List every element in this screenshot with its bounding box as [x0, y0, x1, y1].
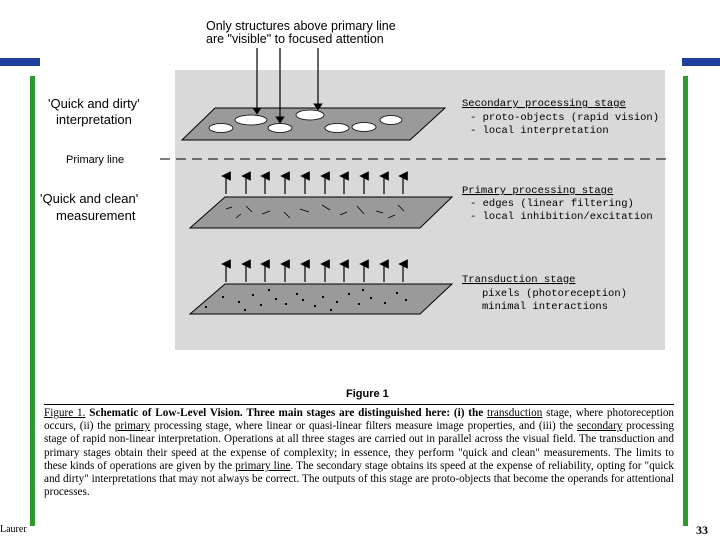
- left-green-accent-bar: [30, 76, 35, 526]
- pixel: [362, 289, 364, 291]
- pixel: [222, 296, 224, 298]
- caption-text-part: stage, where photoreception occurs, (ii)…: [44, 407, 675, 433]
- pixel: [268, 289, 270, 291]
- proto-object: [234, 114, 268, 126]
- pixels: [205, 289, 407, 311]
- proto-object: [324, 123, 350, 133]
- proto-object: [208, 123, 234, 133]
- caption-term-secondary: secondary: [576, 420, 623, 433]
- attention-note: Only structures above primary line are "…: [206, 20, 466, 46]
- pixel: [285, 303, 287, 305]
- edge-segment: [339, 211, 348, 216]
- secondary-stage-line2: - local interpretation: [470, 125, 609, 137]
- edge-segment: [235, 213, 242, 219]
- pixel: [370, 297, 372, 299]
- quick-clean-label-2: measurement: [56, 208, 136, 223]
- edge-segment: [321, 204, 331, 211]
- pixel: [238, 301, 240, 303]
- edge-segment: [356, 205, 365, 215]
- transduction-up-arrows: [221, 259, 408, 282]
- attention-note-line1: Only structures above primary line: [206, 19, 396, 33]
- pixel: [260, 304, 262, 306]
- edge-segment: [261, 210, 271, 215]
- primary-stage-title: Primary processing stage: [462, 185, 613, 197]
- figure-caption: Figure 1. Schematic of Low-Level Vision.…: [44, 404, 674, 499]
- pixel: [358, 303, 360, 305]
- caption-title: Schematic of Low-Level Vision. Three mai…: [85, 407, 488, 419]
- right-blue-accent-bar: [682, 58, 720, 66]
- proto-objects: [208, 109, 403, 133]
- pixel: [330, 309, 332, 311]
- pixel: [244, 309, 246, 311]
- edge-segment: [375, 210, 384, 214]
- quick-dirty-label: 'Quick and dirty': [48, 96, 140, 111]
- edge-segment: [387, 214, 396, 219]
- edge-segment: [245, 205, 253, 213]
- footer-author: Laurer: [0, 524, 27, 535]
- pixel: [314, 305, 316, 307]
- caption-term-primary: primary: [114, 420, 151, 433]
- secondary-stage-line1: - proto-objects (rapid vision): [470, 112, 659, 124]
- proto-object: [379, 115, 403, 125]
- edge-segments: [225, 204, 405, 219]
- caption-figure-number: Figure 1.: [44, 407, 86, 419]
- pixel: [336, 301, 338, 303]
- pixel: [252, 294, 254, 296]
- edge-segment: [283, 211, 291, 219]
- pixel: [205, 306, 207, 308]
- proto-object: [351, 122, 377, 132]
- caption-text-part: . The secondary stage obtains its speed …: [44, 459, 674, 499]
- secondary-stage-title: Secondary processing stage: [462, 98, 626, 110]
- transduction-stage-title: Transduction stage: [462, 274, 575, 286]
- pixel: [322, 296, 324, 298]
- caption-term-primary-line: primary line: [235, 459, 291, 472]
- left-blue-accent-bar: [0, 58, 40, 66]
- caption-term-transduction: transduction: [487, 407, 543, 419]
- pixel: [384, 302, 386, 304]
- edge-segment: [299, 208, 310, 213]
- caption-text-part: processing stage of rapid non-linear int…: [44, 420, 674, 472]
- quick-clean-label: 'Quick and clean': [40, 191, 138, 206]
- primary-up-arrows: [221, 171, 408, 194]
- proto-object: [267, 123, 293, 133]
- right-green-accent-bar: [683, 76, 688, 526]
- pixel: [275, 298, 277, 300]
- pixel: [405, 299, 407, 301]
- pixel: [396, 292, 398, 294]
- primary-stage-line1: - edges (linear filtering): [470, 198, 634, 210]
- figure-label: Figure 1: [346, 388, 389, 400]
- edge-segment: [225, 206, 233, 210]
- pixel: [296, 293, 298, 295]
- quick-dirty-label-2: interpretation: [56, 112, 132, 127]
- caption-text-part: processing stage, where linear or quasi-…: [150, 420, 577, 433]
- primary-line-label: Primary line: [66, 154, 124, 166]
- edge-segment: [397, 204, 405, 212]
- primary-stage-line2: - local inhibition/excitation: [470, 211, 653, 223]
- page-number: 33: [696, 523, 708, 537]
- transduction-stage-line1: pixels (photoreception): [482, 288, 627, 300]
- pixel: [348, 293, 350, 295]
- pixel: [302, 299, 304, 301]
- transduction-stage-plate: [188, 283, 454, 315]
- attention-note-line2: are "visible" to focused attention: [206, 32, 384, 46]
- primary-stage-plate: [188, 196, 454, 229]
- transduction-stage-line2: minimal interactions: [482, 301, 608, 313]
- proto-object: [295, 109, 325, 121]
